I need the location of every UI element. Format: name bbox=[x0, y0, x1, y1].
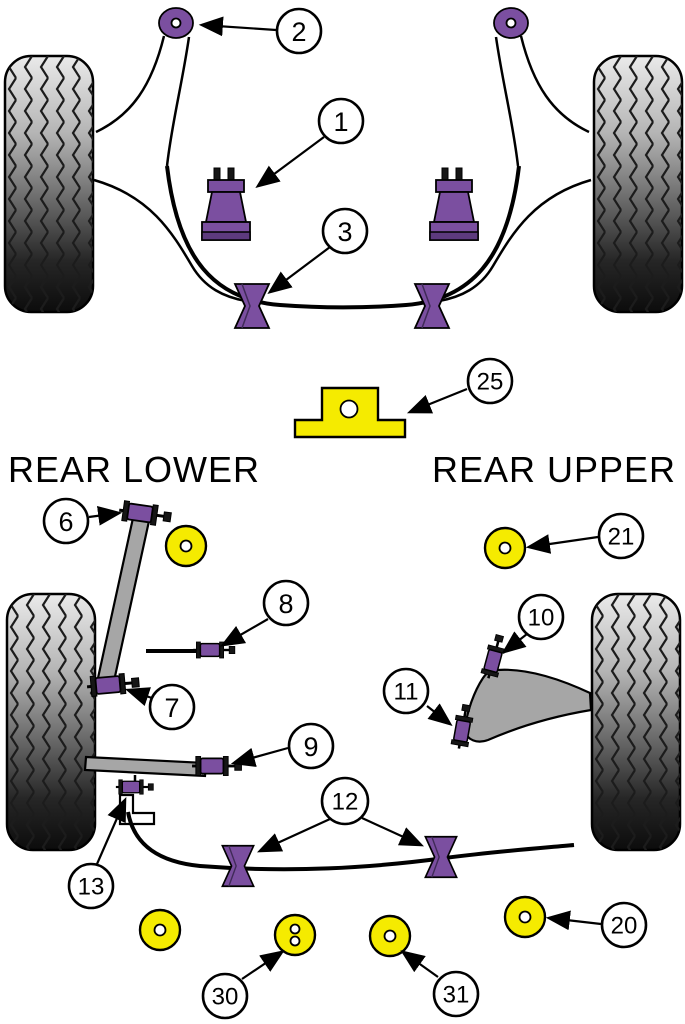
lower-arm-front-left-line bbox=[93, 178, 247, 303]
callout-10-number: 10 bbox=[528, 605, 555, 632]
arrow-to-part-12-left bbox=[256, 817, 331, 853]
callout-21-number: 21 bbox=[608, 524, 635, 551]
strut-top-mount-left bbox=[158, 7, 194, 39]
yellow-washer-part-30 bbox=[273, 913, 317, 957]
arrow-to-part-25 bbox=[406, 387, 468, 414]
callout-21: 21 bbox=[597, 512, 645, 560]
arrow-to-part-8 bbox=[220, 618, 269, 647]
callout-6: 6 bbox=[42, 497, 90, 545]
mount-part-1-right bbox=[429, 167, 479, 241]
rear-upper-label: REAR UPPER bbox=[432, 449, 676, 490]
callout-9: 9 bbox=[287, 722, 335, 770]
tire-front-left bbox=[3, 54, 95, 314]
arrow-to-part-30 bbox=[241, 950, 285, 980]
arrow-to-part-13 bbox=[95, 796, 127, 865]
callout-1-number: 1 bbox=[333, 107, 348, 137]
strut-left-outer-line bbox=[95, 35, 166, 134]
callout-10: 10 bbox=[517, 593, 565, 641]
callout-25-number: 25 bbox=[477, 369, 504, 396]
callout-11-number: 11 bbox=[394, 679, 419, 706]
hardware-row: 20 30 31 bbox=[138, 895, 648, 1020]
arrow-to-part-31 bbox=[400, 950, 439, 978]
callout-12-number: 12 bbox=[332, 789, 359, 816]
yellow-washer-rear-lower-top bbox=[164, 524, 208, 568]
callout-6-number: 6 bbox=[58, 507, 73, 537]
strut-top-mount-right bbox=[493, 7, 529, 39]
tire-rear-right bbox=[590, 592, 682, 852]
callout-20: 20 bbox=[600, 901, 648, 949]
bushing-part-7 bbox=[84, 670, 142, 699]
yellow-washer-part-31 bbox=[368, 914, 412, 958]
callout-13-number: 13 bbox=[78, 874, 105, 901]
rear-upper-section: 21 10 11 bbox=[382, 512, 682, 852]
arrow-to-part-6 bbox=[88, 505, 123, 526]
strut-right-outer-line bbox=[519, 35, 590, 134]
arrow-to-part-10 bbox=[501, 631, 528, 655]
bracket-part-25 bbox=[293, 386, 407, 439]
arrow-to-part-20 bbox=[545, 910, 602, 931]
yellow-washer-part-20 bbox=[503, 895, 547, 939]
front-anti-roll-bar bbox=[165, 165, 521, 310]
arrow-to-part-12-right bbox=[361, 816, 425, 847]
callout-31-number: 31 bbox=[443, 982, 470, 1009]
arrow-to-part-3 bbox=[267, 246, 331, 294]
section-labels: REAR LOWER REAR UPPER bbox=[8, 449, 676, 490]
tire-front-right bbox=[592, 54, 684, 314]
trailing-arm bbox=[96, 516, 151, 683]
callout-2: 2 bbox=[275, 7, 323, 55]
rear-lower-arm bbox=[83, 755, 208, 778]
arb-bushing-front-right bbox=[414, 283, 450, 329]
rear-lower-label: REAR LOWER bbox=[8, 449, 260, 490]
callout-12: 12 bbox=[320, 776, 370, 826]
callout-8: 8 bbox=[262, 579, 310, 627]
callout-31: 31 bbox=[432, 970, 480, 1018]
bushing-part-8 bbox=[191, 640, 237, 660]
arrow-to-part-2 bbox=[198, 16, 277, 37]
callout-13: 13 bbox=[67, 862, 115, 910]
lower-arm-front-right-line bbox=[438, 178, 592, 303]
arrow-to-part-21 bbox=[525, 534, 599, 554]
callout-20-number: 20 bbox=[611, 913, 638, 940]
bushing-part-13 bbox=[114, 778, 155, 796]
strut-left-inner-line bbox=[165, 36, 191, 167]
callout-3: 3 bbox=[321, 207, 369, 255]
yellow-washer-part-21 bbox=[483, 526, 527, 570]
callout-3-number: 3 bbox=[337, 217, 352, 247]
arb-bushing-front-left bbox=[234, 283, 270, 329]
callout-7: 7 bbox=[148, 683, 196, 731]
tire-rear-left bbox=[5, 592, 97, 852]
mount-part-1-left bbox=[201, 167, 251, 241]
callout-7-number: 7 bbox=[164, 693, 179, 723]
rear-anti-roll-bar bbox=[126, 811, 575, 872]
rear-lower-section: 6 8 7 9 12 13 bbox=[5, 497, 575, 910]
callout-8-number: 8 bbox=[278, 589, 293, 619]
bushing-part-9 bbox=[190, 755, 243, 777]
arrow-to-part-7 bbox=[124, 687, 153, 707]
front-suspension-section: 2 1 3 25 bbox=[3, 7, 684, 439]
bracket-part-13 bbox=[118, 793, 156, 826]
arrow-to-part-11 bbox=[426, 703, 453, 727]
strut-right-inner-line bbox=[494, 36, 520, 167]
callout-9-number: 9 bbox=[303, 732, 318, 762]
arrow-to-part-1 bbox=[255, 136, 325, 188]
rear-upper-arm bbox=[463, 668, 593, 743]
callout-25: 25 bbox=[466, 357, 514, 405]
callout-30: 30 bbox=[201, 972, 249, 1020]
arrow-to-part-9 bbox=[230, 746, 289, 767]
callout-11: 11 bbox=[382, 667, 430, 715]
callout-30-number: 30 bbox=[212, 984, 239, 1011]
callout-2-number: 2 bbox=[291, 17, 306, 47]
callout-1: 1 bbox=[317, 97, 365, 145]
yellow-washer-bottom-left bbox=[138, 908, 182, 952]
